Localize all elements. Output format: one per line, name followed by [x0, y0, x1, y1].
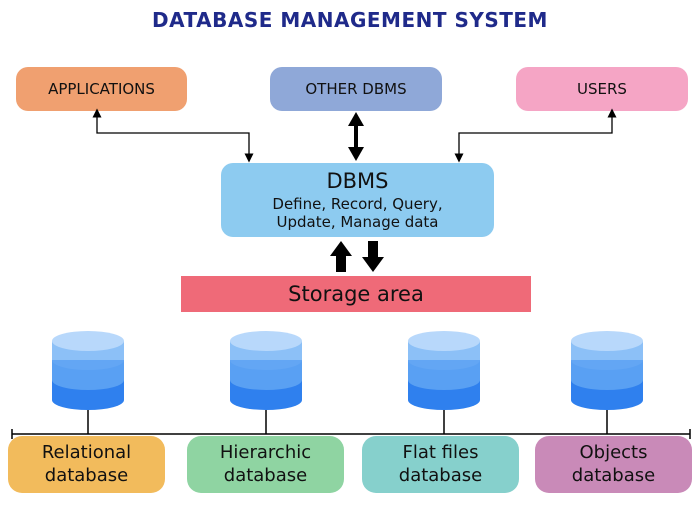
- other-dbms-double-arrow: [348, 112, 364, 161]
- users-dbms-connector: [454, 108, 617, 163]
- other-dbms-box: OTHER DBMS: [270, 67, 442, 111]
- dbms-box: DBMS Define, Record, Query, Update, Mana…: [221, 163, 494, 237]
- relational-database-box: Relational database: [8, 436, 165, 493]
- db-label-line1: Flat files: [402, 442, 479, 463]
- storage-up-arrow: [330, 241, 352, 272]
- storage-down-arrow: [362, 241, 384, 272]
- db-label-line1: Relational: [41, 442, 132, 463]
- users-box: USERS: [516, 67, 688, 111]
- dbms-functions-line1: Define, Record, Query,: [272, 194, 443, 213]
- db-label-line2: database: [44, 464, 129, 486]
- db-label-line1: Hierarchic: [219, 442, 312, 463]
- hierarchic-database-box: Hierarchic database: [187, 436, 344, 493]
- flat-files-db-cylinder-icon: [408, 331, 480, 410]
- storage-area-box: Storage area: [181, 276, 531, 312]
- relational-db-cylinder-icon: [52, 331, 124, 410]
- dbms-title: DBMS: [326, 169, 389, 194]
- db-label-line2: database: [571, 464, 656, 486]
- diagram-title: DATABASE MANAGEMENT SYSTEM: [152, 8, 548, 32]
- hierarchic-db-cylinder-icon: [230, 331, 302, 410]
- dbms-functions-line2: Update, Manage data: [276, 212, 439, 231]
- db-label-line2: database: [223, 464, 308, 486]
- flat-files-database-box: Flat files database: [362, 436, 519, 493]
- db-label-line1: Objects: [579, 442, 648, 463]
- objects-database-box: Objects database: [535, 436, 692, 493]
- objects-db-cylinder-icon: [571, 331, 643, 410]
- applications-dbms-connector: [92, 108, 254, 163]
- applications-box: APPLICATIONS: [16, 67, 187, 111]
- db-label-line2: database: [398, 464, 483, 486]
